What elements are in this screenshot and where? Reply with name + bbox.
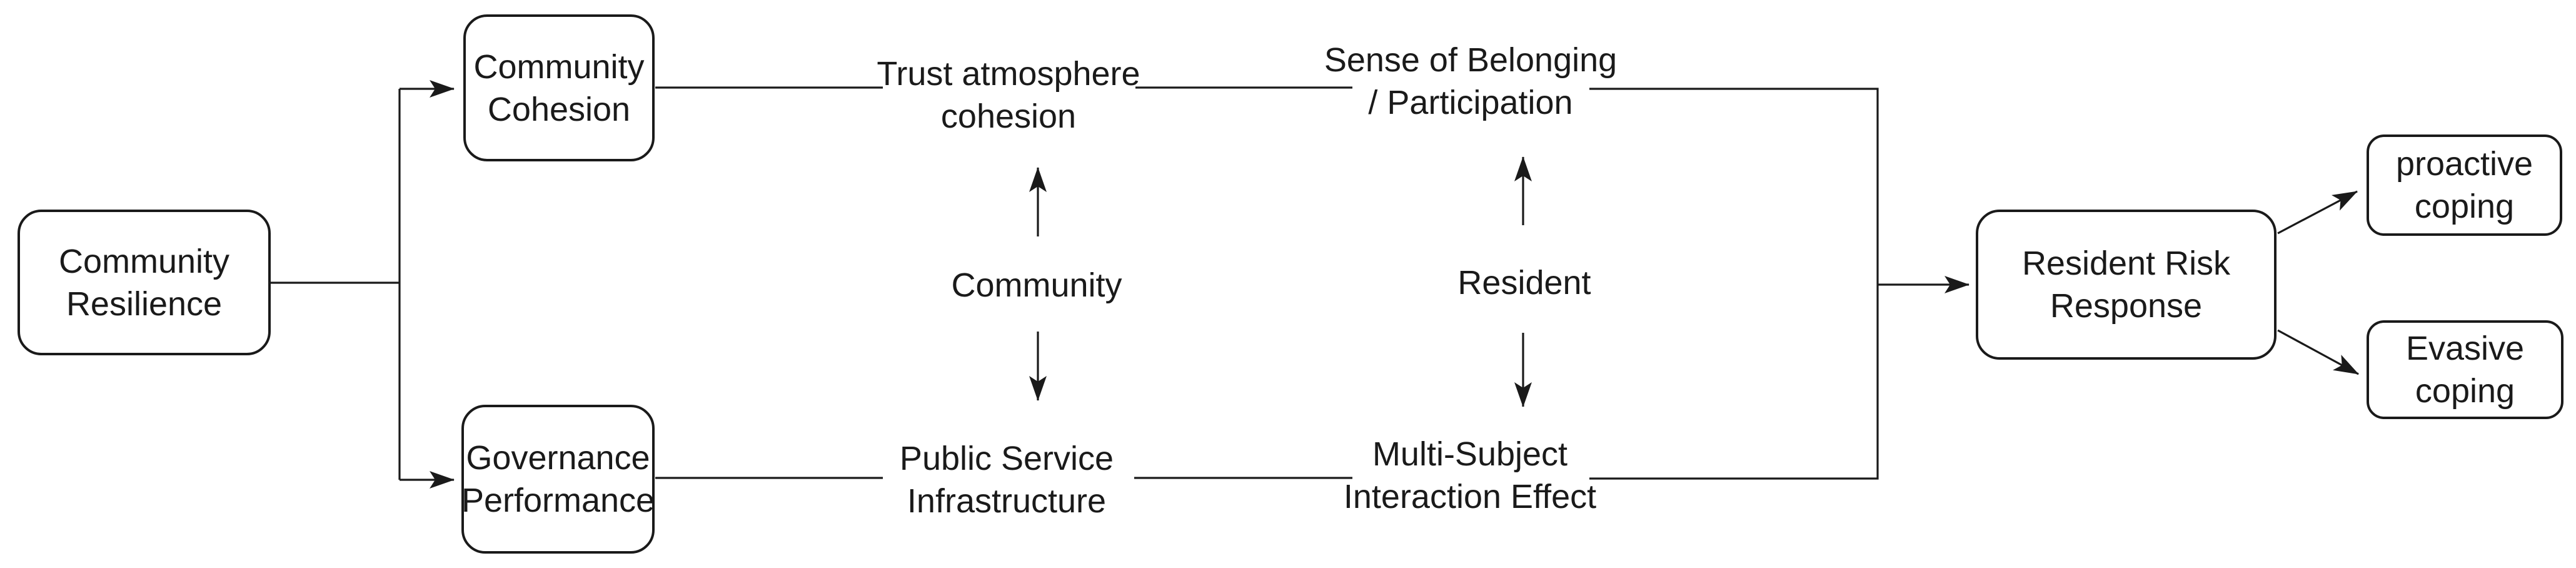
label-trust-atmosphere-cohesion: Trust atmosphere cohesion: [877, 55, 1140, 135]
connector-collector-rail: [1589, 88, 1970, 480]
label-sense-of-belonging: Sense of Belonging / Participation: [1324, 41, 1618, 121]
node-evasive-coping: Evasive coping: [2367, 320, 2563, 419]
node-resident-risk-response: Resident Risk Response: [1976, 210, 2277, 360]
node-governance-performance: Governance Performance: [461, 405, 655, 554]
connector-resilience-branch: [271, 80, 455, 489]
node-proactive-coping: proactive coping: [2367, 134, 2562, 236]
node-community-resilience: Community Resilience: [18, 210, 271, 355]
label-public-service-infrastructure: Public Service Infrastructure: [899, 440, 1114, 520]
arrow-to-evasive-coping: [2277, 329, 2359, 375]
arrow-to-proactive-coping: [2277, 190, 2358, 235]
label-community: Community: [951, 266, 1122, 304]
label-multi-subject-interaction: Multi-Subject Interaction Effect: [1343, 435, 1597, 515]
node-community-cohesion: Community Cohesion: [463, 14, 655, 161]
label-resident: Resident: [1457, 264, 1591, 302]
